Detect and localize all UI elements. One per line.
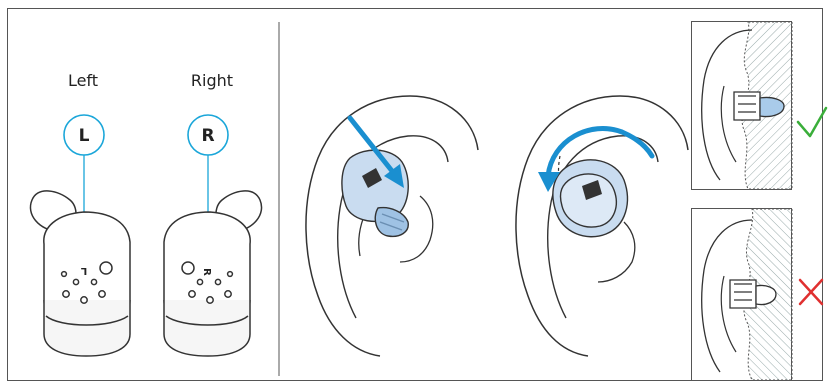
right-title: Right [191,71,233,90]
check-icon [798,108,826,136]
right-marker: R [201,268,212,276]
cross-icon [800,280,822,304]
svg-text:R: R [201,126,214,146]
left-right-panel: Left Right L R L [30,71,261,356]
left-badge: L [64,115,104,155]
svg-text:L: L [79,126,90,146]
earbud-rotated [553,160,628,237]
left-marker: L [80,265,87,276]
rotate-step [516,96,688,356]
left-earbud [30,191,130,356]
right-badge: R [188,115,228,155]
fit-incorrect [692,209,823,381]
earbud-insert [342,150,408,236]
fit-correct [692,22,827,190]
left-title: Left [68,71,98,90]
insert-step [306,96,478,356]
